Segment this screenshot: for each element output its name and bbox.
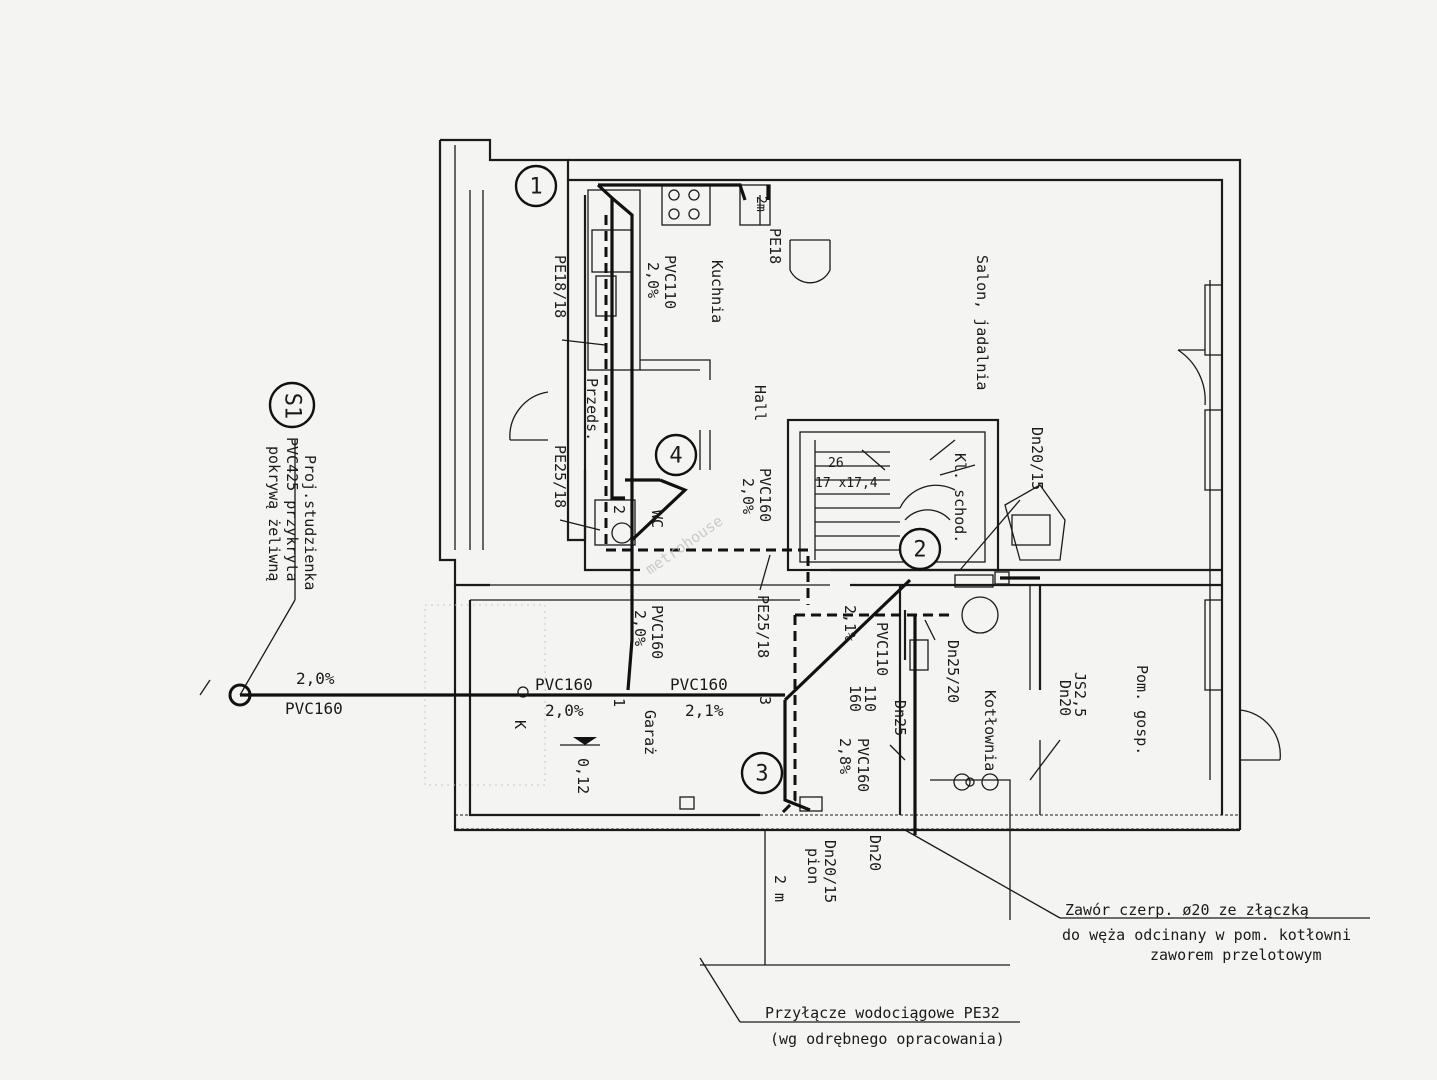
svg-text:4: 4: [669, 444, 682, 469]
svg-text:Dn25: Dn25: [891, 700, 909, 736]
svg-text:Dn20/15: Dn20/15: [821, 840, 839, 903]
svg-text:2 m: 2 m: [771, 875, 789, 902]
svg-text:2,1%: 2,1%: [685, 701, 724, 720]
pipe-labels: PVC110 2,0% PE18/18 PE18 2m PE25/18 PVC1…: [285, 196, 1089, 903]
room-przeds: Przeds.: [583, 378, 601, 441]
svg-text:0,12: 0,12: [574, 758, 592, 794]
svg-text:PVC425 przykryta: PVC425 przykryta: [283, 437, 301, 582]
room-garaz: Garaż: [641, 710, 659, 755]
svg-text:S1: S1: [280, 393, 305, 420]
svg-text:110: 110: [861, 685, 879, 712]
svg-text:PE25/18: PE25/18: [551, 445, 569, 508]
marker-4: 4: [654, 433, 698, 477]
svg-text:2: 2: [610, 505, 628, 514]
room-kuchnia: Kuchnia: [708, 260, 726, 323]
svg-text:17 x17,4: 17 x17,4: [815, 476, 878, 491]
svg-text:Zawór czerp. ø20 ze złączką: Zawór czerp. ø20 ze złączką: [1065, 901, 1309, 919]
room-hall: Hall: [751, 385, 769, 421]
pipes: [199, 183, 1370, 1023]
svg-text:Dn25/20: Dn25/20: [944, 640, 962, 703]
svg-text:PVC160: PVC160: [285, 699, 343, 718]
svg-text:PVC160: PVC160: [854, 738, 872, 792]
svg-text:2,0%: 2,0%: [644, 262, 662, 298]
svg-text:PVC160: PVC160: [756, 468, 774, 522]
svg-text:2m: 2m: [753, 196, 768, 212]
svg-text:JS2,5: JS2,5: [1071, 672, 1089, 717]
svg-text:2,0%: 2,0%: [739, 478, 757, 514]
svg-text:2,0%: 2,0%: [631, 610, 649, 646]
svg-text:26: 26: [828, 456, 844, 471]
svg-text:PVC160: PVC160: [670, 675, 728, 694]
svg-text:do węża odcinany w pom. kotłow: do węża odcinany w pom. kotłowni: [1062, 926, 1351, 944]
room-kl-schod: Kl. schod.: [951, 453, 969, 543]
room-kotlownia: Kotłownia: [981, 690, 999, 771]
svg-text:pion: pion: [804, 848, 822, 884]
room-wc: WC: [648, 510, 666, 528]
svg-text:PE18: PE18: [766, 228, 784, 264]
svg-text:2: 2: [913, 538, 926, 563]
svg-text:Proj.studzienka: Proj.studzienka: [301, 455, 319, 590]
valve-note: Zawór czerp. ø20 ze złączką do węża odci…: [1062, 901, 1351, 964]
connection-note: Przyłącze wodociągowe PE32 (wg odrębnego…: [765, 1004, 1005, 1048]
svg-text:zaworem przelotowym: zaworem przelotowym: [1150, 946, 1322, 964]
room-salon: Salon, jadalnia: [973, 255, 991, 390]
svg-text:pokrywą żeliwną: pokrywą żeliwną: [265, 446, 283, 581]
svg-text:3: 3: [755, 762, 768, 787]
marker-1: 1: [514, 164, 558, 208]
s1-note: Proj.studzienka PVC425 przykryta pokrywą…: [265, 437, 319, 590]
svg-text:PVC160: PVC160: [535, 675, 593, 694]
svg-text:3: 3: [756, 696, 774, 705]
svg-text:PVC160: PVC160: [648, 605, 666, 659]
svg-text:Dn20: Dn20: [866, 835, 884, 871]
svg-text:PE18/18: PE18/18: [551, 255, 569, 318]
svg-text:Dn20/15: Dn20/15: [1028, 427, 1046, 490]
svg-text:Przyłącze wodociągowe PE32: Przyłącze wodociągowe PE32: [765, 1004, 1000, 1022]
svg-text:(wg odrębnego opracowania): (wg odrębnego opracowania): [770, 1030, 1005, 1048]
svg-text:2,0%: 2,0%: [545, 701, 584, 720]
marker-2: 2: [898, 527, 942, 571]
room-pom-gosp: Pom. gosp.: [1133, 665, 1151, 755]
svg-text:K: K: [511, 720, 529, 729]
room-labels: Kuchnia Salon, jadalnia Hall Przeds. WC …: [583, 255, 1151, 771]
marker-3: 3: [740, 751, 784, 795]
svg-text:PVC110: PVC110: [661, 255, 679, 309]
svg-text:2,8%: 2,8%: [836, 738, 854, 774]
svg-text:PE25/18: PE25/18: [754, 595, 772, 658]
svg-text:2,1%: 2,1%: [841, 605, 859, 641]
svg-text:160: 160: [846, 685, 864, 712]
svg-text:1: 1: [610, 698, 628, 707]
svg-text:Dn20: Dn20: [1056, 680, 1074, 716]
svg-text:1: 1: [529, 175, 542, 200]
marker-s1: S1: [268, 381, 316, 429]
stair-treads: [814, 439, 976, 560]
svg-text:2,0%: 2,0%: [296, 669, 335, 688]
walls: [424, 138, 1281, 832]
svg-text:PVC110: PVC110: [873, 622, 891, 676]
